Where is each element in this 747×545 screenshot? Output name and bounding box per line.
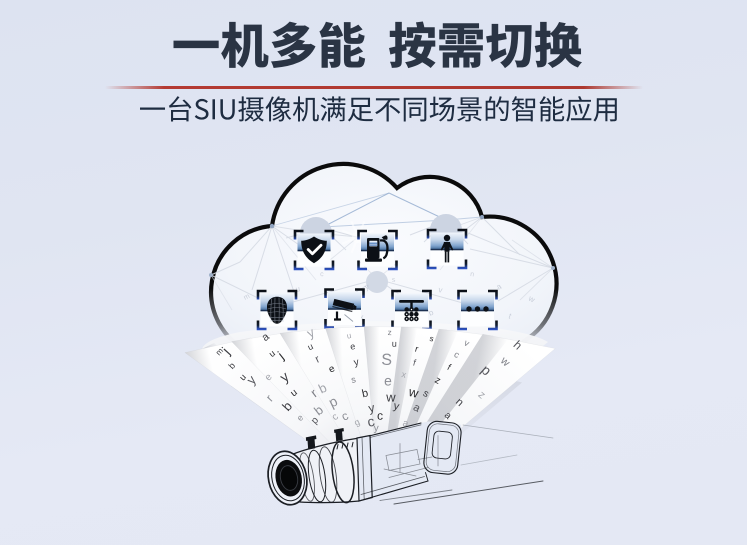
svg-text:e: e: [384, 372, 392, 388]
svg-text:b: b: [361, 387, 370, 400]
svg-text:w: w: [526, 293, 536, 304]
svg-text:b: b: [427, 308, 435, 318]
svg-text:x: x: [401, 369, 408, 380]
svg-text:f: f: [446, 362, 453, 372]
svg-text:r: r: [313, 353, 322, 366]
svg-text:c: c: [366, 413, 376, 430]
svg-text:c: c: [330, 411, 341, 423]
svg-text:y: y: [363, 282, 370, 292]
svg-text:m: m: [243, 293, 252, 302]
svg-text:c: c: [452, 349, 461, 360]
svg-text:k: k: [359, 312, 365, 322]
svg-text:w: w: [385, 389, 396, 404]
svg-text:g: g: [353, 417, 362, 428]
svg-text:u: u: [267, 348, 277, 359]
svg-text:r: r: [414, 344, 419, 354]
svg-text:y: y: [392, 400, 401, 413]
svg-text:u: u: [289, 387, 300, 399]
svg-text:u: u: [295, 284, 301, 294]
svg-text:s: s: [350, 374, 357, 385]
svg-text:t: t: [507, 312, 513, 321]
svg-text:e: e: [349, 341, 356, 352]
svg-text:b: b: [226, 360, 237, 370]
svg-text:n: n: [470, 271, 475, 278]
svg-text:a: a: [495, 282, 503, 292]
svg-text:u: u: [346, 331, 352, 341]
svg-text:S: S: [381, 352, 392, 369]
svg-text:e: e: [295, 413, 306, 423]
svg-text:p: p: [309, 415, 321, 427]
svg-text:y: y: [374, 423, 379, 434]
svg-text:u: u: [237, 372, 248, 382]
svg-text:f: f: [412, 358, 417, 368]
svg-text:u: u: [306, 341, 315, 352]
svg-text:s: s: [421, 388, 431, 400]
svg-text:a: a: [442, 410, 454, 422]
svg-text:e: e: [327, 363, 337, 376]
svg-text:a: a: [411, 401, 423, 415]
svg-text:w: w: [406, 384, 420, 401]
svg-text:c: c: [339, 408, 350, 423]
svg-text:m: m: [214, 346, 225, 357]
svg-text:z: z: [388, 328, 392, 337]
svg-text:s: s: [429, 334, 435, 344]
svg-text:y: y: [353, 357, 360, 369]
svg-text:v: v: [438, 285, 444, 295]
svg-text:c: c: [377, 409, 383, 423]
svg-text:y: y: [367, 401, 376, 416]
svg-text:u: u: [392, 339, 397, 349]
svg-text:z: z: [433, 375, 443, 387]
svg-text:e: e: [263, 371, 275, 383]
svg-text:v: v: [462, 338, 471, 349]
svg-text:a: a: [401, 418, 410, 430]
svg-text:c: c: [320, 271, 324, 278]
svg-text:s: s: [392, 277, 397, 284]
